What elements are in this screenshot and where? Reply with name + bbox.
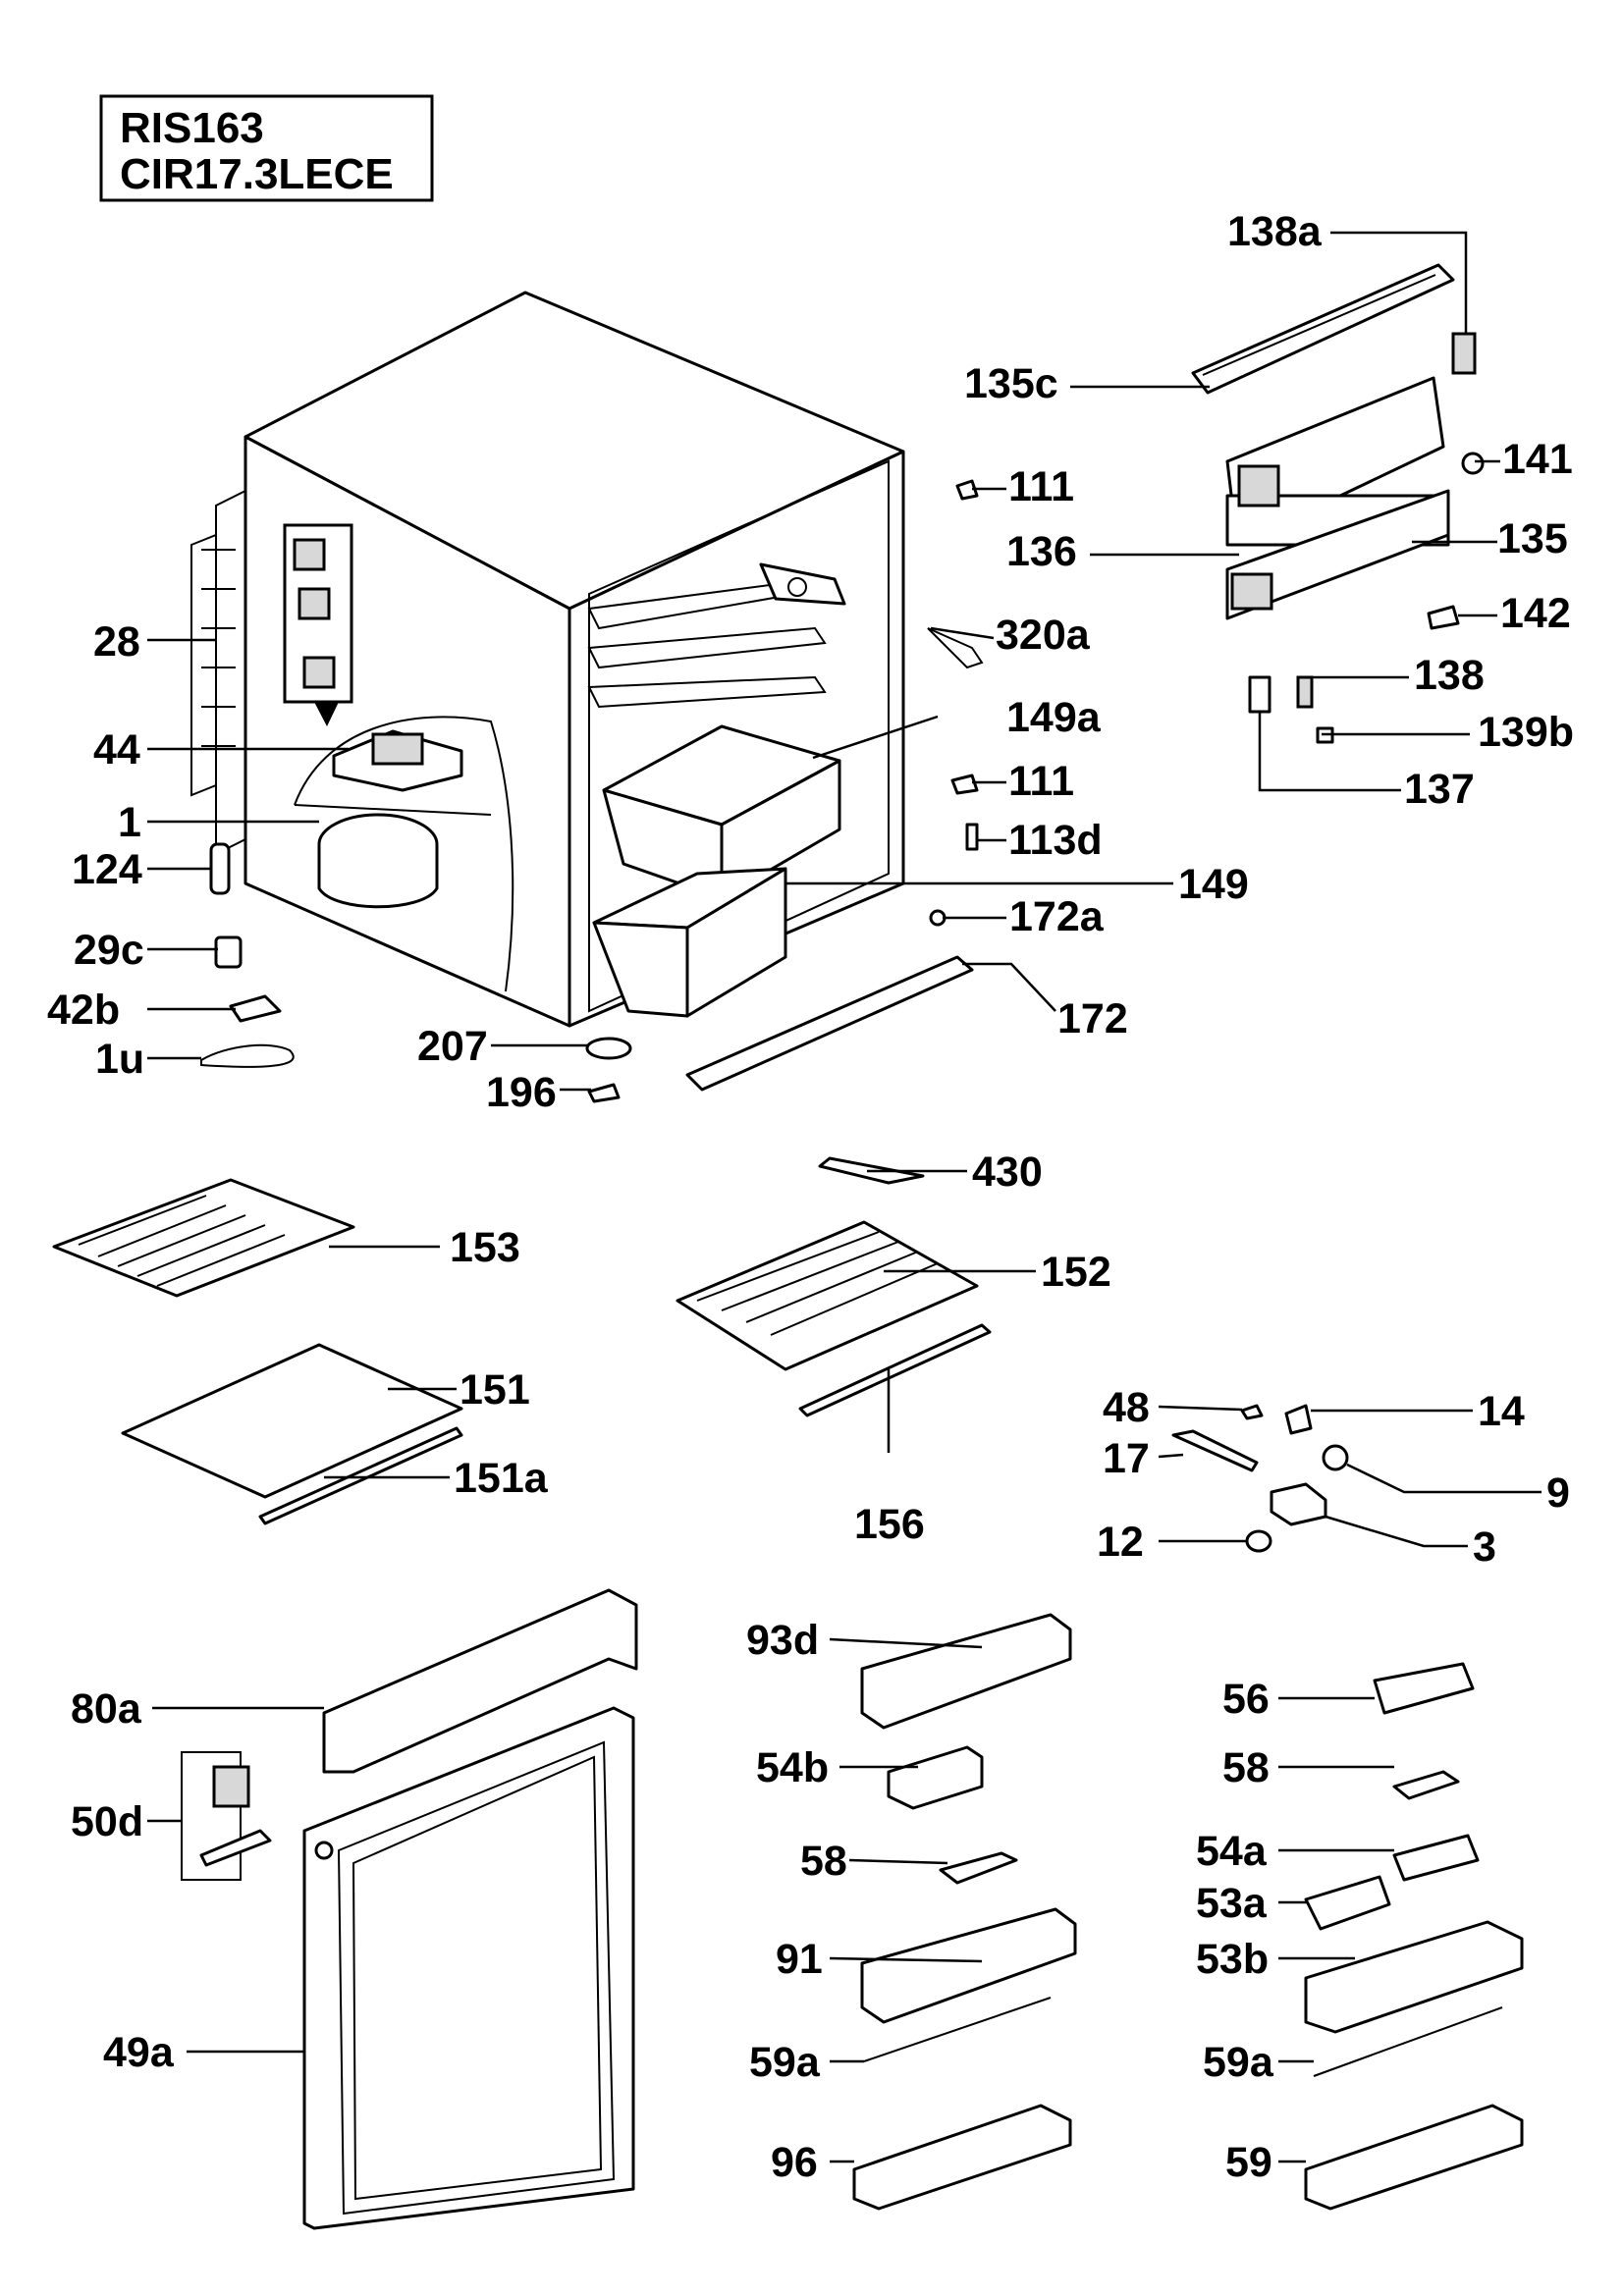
label-14: 14: [1478, 1388, 1525, 1435]
label-17: 17: [1103, 1435, 1150, 1482]
label-139b: 139b: [1478, 709, 1574, 756]
label-141: 141: [1502, 436, 1573, 483]
label-151: 151: [460, 1366, 530, 1414]
model-code-1: RIS163: [120, 104, 264, 152]
electrical-parts: [1171, 1404, 1349, 1553]
label-113d: 113d: [1008, 817, 1103, 864]
label-153: 153: [450, 1224, 520, 1271]
label-111-top: 111: [1008, 463, 1074, 510]
label-59: 59: [1225, 2139, 1272, 2186]
label-137: 137: [1404, 766, 1475, 813]
label-54b: 54b: [756, 1744, 829, 1791]
label-320a: 320a: [996, 612, 1091, 659]
label-172a: 172a: [1009, 893, 1105, 940]
label-58-right: 58: [1222, 1744, 1270, 1791]
door-bins: [852, 1613, 1524, 2211]
label-207: 207: [417, 1023, 488, 1070]
label-48: 48: [1103, 1384, 1150, 1431]
label-138: 138: [1414, 652, 1485, 699]
label-12: 12: [1097, 1519, 1144, 1566]
label-149a: 149a: [1006, 694, 1102, 741]
label-149: 149: [1178, 861, 1249, 908]
label-172: 172: [1057, 995, 1128, 1042]
label-80a: 80a: [71, 1685, 142, 1733]
label-58-left: 58: [800, 1838, 847, 1885]
label-135c: 135c: [964, 360, 1058, 407]
model-title-box: RIS163 CIR17.3LECE: [99, 94, 434, 202]
label-111-mid: 111: [1008, 758, 1074, 805]
label-124: 124: [72, 846, 142, 893]
label-59a-right: 59a: [1203, 2039, 1274, 2086]
label-1u: 1u: [95, 1036, 144, 1083]
shelves: [52, 1156, 992, 1525]
label-93d: 93d: [746, 1617, 819, 1664]
cabinet: [190, 291, 905, 1028]
label-96: 96: [771, 2139, 818, 2186]
label-42b: 42b: [47, 987, 120, 1034]
label-138a: 138a: [1227, 208, 1323, 255]
label-44: 44: [93, 726, 140, 774]
label-430: 430: [972, 1148, 1043, 1196]
label-151a: 151a: [454, 1455, 549, 1502]
label-28: 28: [93, 618, 140, 666]
label-53b: 53b: [1196, 1936, 1269, 1983]
label-136: 136: [1006, 528, 1077, 575]
label-152: 152: [1041, 1249, 1111, 1296]
label-53a: 53a: [1196, 1880, 1268, 1927]
model-code-2: CIR17.3LECE: [120, 150, 394, 198]
freezer-door-assembly: [200, 263, 1485, 1103]
label-9: 9: [1546, 1469, 1570, 1517]
label-56: 56: [1222, 1676, 1270, 1723]
label-54a: 54a: [1196, 1828, 1268, 1875]
part-labels: 138a 135c 141 135 111 136 142 320a 138 1…: [47, 208, 1574, 2186]
label-29c: 29c: [74, 927, 144, 974]
label-156: 156: [854, 1501, 925, 1548]
label-142: 142: [1500, 590, 1571, 637]
label-59a-left: 59a: [749, 2039, 821, 2086]
label-49a: 49a: [103, 2029, 175, 2076]
leader-lines: [147, 231, 1542, 2163]
label-135: 135: [1497, 515, 1568, 562]
label-3: 3: [1473, 1523, 1496, 1571]
label-1: 1: [118, 799, 141, 846]
fridge-door-assembly: [181, 1588, 638, 2230]
label-91: 91: [776, 1936, 823, 1983]
label-50d: 50d: [71, 1798, 143, 1845]
label-196: 196: [486, 1069, 557, 1116]
